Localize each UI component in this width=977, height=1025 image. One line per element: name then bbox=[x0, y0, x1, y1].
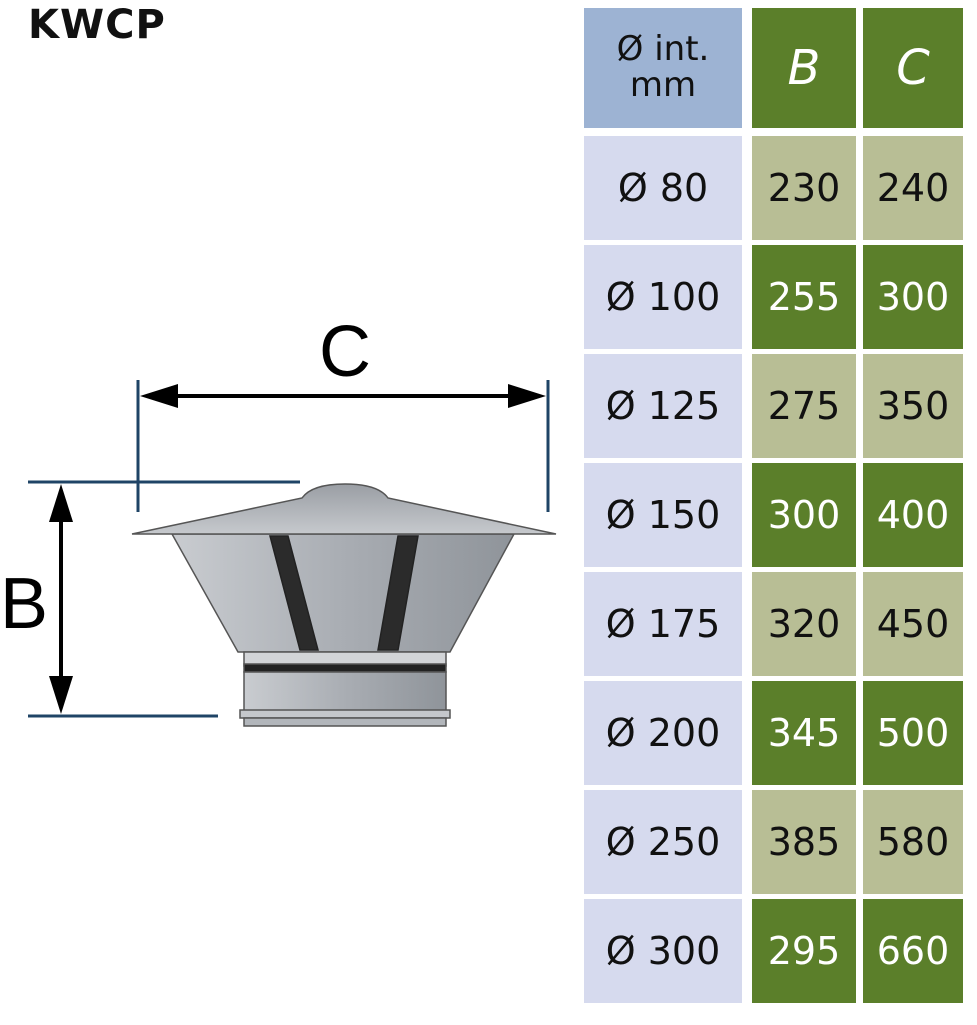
table-cell-c: 580 bbox=[863, 790, 963, 894]
chimney-cowl-drawing: C B bbox=[0, 312, 557, 727]
cowl-shape bbox=[131, 483, 557, 727]
dimension-c-arrow bbox=[140, 384, 546, 408]
table-cell-diameter: Ø 100 bbox=[584, 245, 742, 349]
table-cell-b: 345 bbox=[752, 681, 856, 785]
header-c: C bbox=[863, 8, 963, 128]
table-cell-c: 660 bbox=[863, 899, 963, 1003]
header-b: B bbox=[752, 8, 856, 128]
table-cell-diameter: Ø 125 bbox=[584, 354, 742, 458]
table-cell-diameter: Ø 200 bbox=[584, 681, 742, 785]
table-cell-c: 240 bbox=[863, 136, 963, 240]
table-cell-c: 400 bbox=[863, 463, 963, 567]
dimension-c-label: C bbox=[319, 312, 371, 392]
table-cell-b: 275 bbox=[752, 354, 856, 458]
table-cell-diameter: Ø 80 bbox=[584, 136, 742, 240]
table-cell-b: 385 bbox=[752, 790, 856, 894]
dimension-lines bbox=[28, 380, 550, 718]
table-cell-c: 350 bbox=[863, 354, 963, 458]
table-cell-b: 295 bbox=[752, 899, 856, 1003]
table-cell-diameter: Ø 175 bbox=[584, 572, 742, 676]
table-cell-b: 300 bbox=[752, 463, 856, 567]
table-cell-b: 320 bbox=[752, 572, 856, 676]
dimension-b-arrow bbox=[49, 484, 73, 714]
product-code-title: KWCP bbox=[28, 2, 166, 48]
table-cell-c: 300 bbox=[863, 245, 963, 349]
table-cell-c: 450 bbox=[863, 572, 963, 676]
table-cell-diameter: Ø 150 bbox=[584, 463, 742, 567]
table-cell-b: 255 bbox=[752, 245, 856, 349]
header-diameter-line1: Ø int. bbox=[616, 29, 710, 70]
table-cell-c: 500 bbox=[863, 681, 963, 785]
dimension-b-label: B bbox=[0, 564, 48, 644]
table-cell-diameter: Ø 250 bbox=[584, 790, 742, 894]
header-diameter: Ø int. mm bbox=[584, 8, 742, 128]
table-cell-diameter: Ø 300 bbox=[584, 899, 742, 1003]
header-diameter-line2: mm bbox=[629, 65, 697, 105]
table-cell-b: 230 bbox=[752, 136, 856, 240]
